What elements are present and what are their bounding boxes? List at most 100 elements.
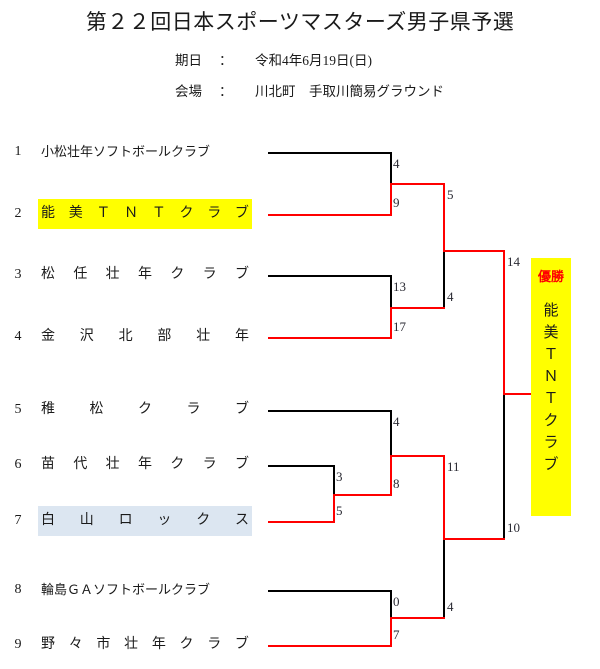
team-name-char: 沢 — [79, 329, 94, 344]
team-name-char: ラ — [202, 267, 217, 282]
team-name-char: 北 — [118, 329, 133, 344]
bracket-line-seed8 — [268, 590, 390, 592]
score-r1-seed3: 13 — [393, 279, 406, 294]
bracket-line-seed9-winner — [268, 645, 390, 647]
team-name-char: 苗 — [41, 457, 55, 472]
bracket-connector-matchA-lower — [390, 183, 392, 216]
event-venue-value: 川北町 手取川簡易グラウンド — [255, 84, 444, 99]
team-name-char: ッ — [157, 513, 172, 528]
bracket-line-champion-advance — [503, 393, 533, 395]
team-name-char: 壮 — [105, 267, 120, 282]
team-name-char: 々 — [68, 637, 83, 652]
bracket-entry-1[interactable]: 1 小松壮年ソフトボールクラブ — [0, 137, 270, 167]
bracket-connector-semifinal-lower-lose — [443, 538, 445, 619]
event-date-value: 令和4年6月19日(日) — [255, 53, 372, 68]
bracket-connector-semifinal-upper-win — [443, 183, 445, 252]
team-name-char: ロ — [118, 513, 133, 528]
score-r1-seed8: 0 — [393, 594, 400, 609]
team-name-char: ス — [234, 513, 249, 528]
seed-number: 3 — [14, 267, 22, 282]
bracket-connector-matchD-upper — [390, 590, 392, 620]
bracket-line-prelim-winner-advance — [333, 494, 390, 496]
score-r1-seed2: 9 — [393, 195, 400, 210]
seed-number: 7 — [14, 513, 22, 528]
team-name-char: ブ — [234, 457, 249, 472]
team-name-char: 壮 — [196, 329, 211, 344]
bracket-connector-matchC-lower — [390, 455, 392, 496]
bracket-entry-9[interactable]: 9 野々市壮年クラブ — [0, 630, 270, 660]
team-name: 金沢北部壮年 — [38, 322, 252, 352]
bracket-line-seed1 — [268, 152, 390, 154]
team-name-char: 稚 — [41, 402, 55, 417]
team-name: 稚松クラブ — [38, 395, 252, 425]
score-final-bottom: 10 — [507, 520, 520, 535]
team-name-char: 任 — [73, 267, 88, 282]
score-semifinal-lower-bottom: 4 — [447, 599, 454, 614]
team-name-char: ク — [170, 267, 185, 282]
bracket-entry-4[interactable]: 4 金沢北部壮年 — [0, 322, 270, 352]
seed-number: 8 — [14, 582, 22, 597]
bracket-entry-7[interactable]: 7 白山ロックス — [0, 506, 270, 536]
bracket-line-seed6 — [268, 465, 335, 467]
score-semifinal-upper-bottom: 4 — [447, 289, 454, 304]
team-name-char: 代 — [73, 457, 88, 472]
champion-name-char: Ｔ — [543, 347, 559, 363]
event-date-row: 期日：令和4年6月19日(日) — [0, 49, 600, 69]
team-name-char: ブ — [234, 267, 249, 282]
team-name-char: ラ — [186, 402, 201, 417]
team-name-char: ク — [170, 457, 185, 472]
page-title: 第２２回日本スポーツマスターズ男子県予選 — [85, 10, 515, 34]
seed-number: 4 — [14, 329, 22, 344]
bracket-entry-5[interactable]: 5 稚松クラブ — [0, 395, 270, 425]
team-name-char: ラ — [207, 637, 222, 652]
team-name-char: 壮 — [124, 637, 139, 652]
team-name-char: 山 — [79, 513, 94, 528]
team-name-char: 金 — [41, 329, 55, 344]
champion-name-char: ブ — [543, 457, 559, 473]
bracket-connector-prelim-upper — [333, 465, 335, 495]
team-name: 苗代壮年クラブ — [38, 450, 252, 480]
bracket-line-semifinal-lower-bottom — [390, 617, 445, 619]
bracket-entry-3[interactable]: 3 松 任 壮 年 ク ラ ブ — [0, 260, 270, 290]
team-name-char: 年 — [234, 329, 249, 344]
bracket-line-semifinal-lower-top — [390, 455, 445, 457]
score-final-top: 14 — [507, 254, 520, 269]
team-name-char: 市 — [96, 637, 111, 652]
team-name: 松任壮年クラブ — [38, 260, 252, 290]
champion-name-char: ク — [543, 413, 559, 429]
score-r1-seed4: 17 — [393, 319, 406, 334]
champion-name-char: ラ — [543, 435, 559, 451]
bracket-line-seed4-winner — [268, 337, 390, 339]
team-name-char: 年 — [137, 267, 152, 282]
champion-name-char: Ｎ — [543, 369, 559, 385]
bracket-line-semifinal-upper-top — [390, 183, 445, 185]
seed-number: 6 — [14, 457, 22, 472]
bracket-entry-6[interactable]: 6 苗代壮年クラブ — [0, 450, 270, 480]
team-name: 白山ロックス — [38, 506, 252, 536]
team-name-char: ク — [196, 513, 211, 528]
bracket-line-seed2-winner — [268, 214, 390, 216]
bracket-line-seed5 — [268, 410, 390, 412]
bracket-connector-semifinal-upper-lose — [443, 250, 445, 309]
bracket-line-seed7-winner — [268, 521, 335, 523]
team-name-char: 美 — [68, 206, 83, 221]
team-name: 輪島ＧＡソフトボールクラブ — [41, 582, 211, 597]
team-name-char: 松 — [41, 267, 55, 282]
bracket-connector-final-lose — [503, 393, 505, 540]
bracket-connector-final-win — [503, 250, 505, 395]
seed-number: 9 — [14, 637, 22, 652]
event-venue-row: 会場：川北町 手取川簡易グラウンド — [0, 80, 600, 100]
bracket-entry-8[interactable]: 8 輪島ＧＡソフトボールクラブ — [0, 575, 270, 605]
bracket-connector-matchD-lower — [390, 617, 392, 647]
team-name-char: Ｔ — [96, 206, 111, 221]
event-date-label: 期日 — [175, 53, 202, 68]
score-r1-seed7: 8 — [393, 476, 400, 491]
bracket-line-semifinal-upper-bottom — [390, 307, 445, 309]
champion-name-char: 美 — [543, 325, 559, 341]
score-semifinal-lower-top: 11 — [447, 459, 460, 474]
score-r1-seed5: 4 — [393, 414, 400, 429]
champion-label: 優勝 — [537, 269, 564, 284]
